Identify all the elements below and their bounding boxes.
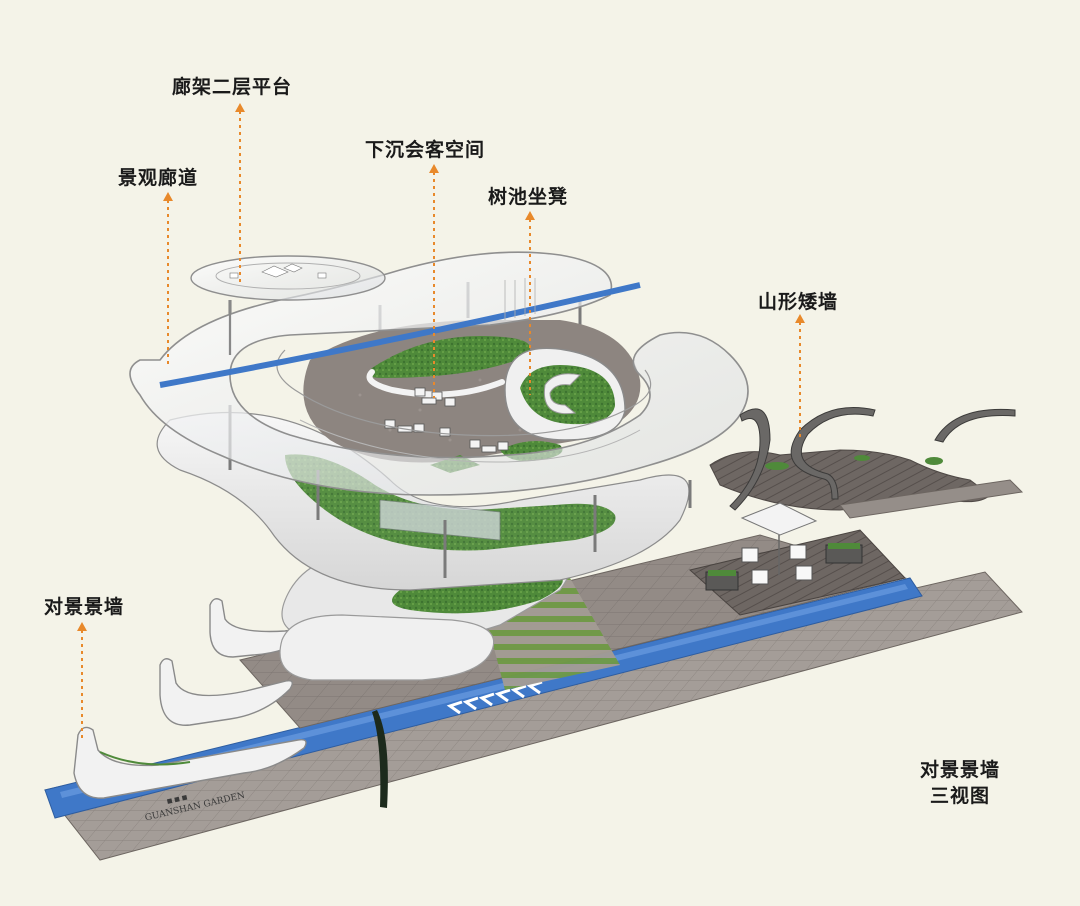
- tree-pool-planting: [520, 364, 615, 425]
- chair: [469, 439, 481, 449]
- mountain-wall-planters: [765, 455, 943, 470]
- arrowhead: [525, 211, 535, 220]
- mountain-wall-ribbons: [729, 407, 1016, 511]
- arrowhead: [77, 622, 87, 631]
- chair: [741, 547, 759, 563]
- arrowhead: [163, 192, 173, 201]
- platform-disk-inner: [215, 262, 361, 290]
- leader-lines: [81, 111, 801, 740]
- chair: [789, 544, 807, 560]
- corridor-ring: [129, 251, 749, 496]
- channel-chevrons: [446, 680, 543, 715]
- platform-furniture: [229, 263, 327, 279]
- chair: [431, 391, 443, 401]
- chair: [413, 423, 425, 433]
- label-sunken-lounge: 下沉会客空间: [365, 139, 486, 161]
- corridor-ring-inner: [276, 349, 652, 437]
- chair: [751, 569, 769, 585]
- label-feature-wall: 对景景墙: [44, 596, 125, 618]
- plaza-speckle: [358, 378, 522, 442]
- label-corridor-platform: 廊架二层平台: [172, 76, 293, 98]
- corridor-mesh: [504, 278, 536, 320]
- table: [421, 397, 437, 405]
- label-landscape-corridor: 景观廊道: [118, 167, 199, 189]
- chair: [439, 427, 451, 437]
- view-title-line2: 三视图: [929, 785, 990, 807]
- plaza-lawn: [368, 336, 530, 378]
- view-title: 对景景墙 三视图: [905, 757, 1015, 809]
- label-mountain-low-wall: 山形矮墙: [758, 291, 839, 313]
- arrowhead: [235, 103, 245, 112]
- chair: [795, 565, 813, 581]
- tree-pool-inner: [543, 373, 582, 415]
- arrowhead: [429, 164, 439, 173]
- label-tree-pool-bench: 树池坐凳: [488, 186, 569, 208]
- planter-grass: [708, 570, 736, 576]
- wall-green-edge: [99, 751, 191, 766]
- chair: [414, 387, 426, 397]
- planter-grass: [828, 543, 860, 549]
- chair: [444, 397, 456, 407]
- plaque-subtext: ■ ■ ■: [166, 794, 188, 806]
- corridor-blue-edge: [159, 282, 641, 388]
- chair: [497, 441, 509, 451]
- bench-curve: [366, 369, 505, 398]
- view-title-line1: 对景景墙: [919, 759, 1000, 781]
- feature-wall-2: [159, 658, 293, 726]
- table: [481, 445, 497, 453]
- outdoor-seating: [705, 502, 863, 591]
- leader-arrowheads: [77, 103, 805, 631]
- mountain-wall-path: [839, 479, 1024, 519]
- ground-glazing: [379, 499, 501, 541]
- arrowhead: [795, 314, 805, 323]
- corridor-top-edge: [299, 419, 641, 463]
- umbrella: [740, 502, 818, 536]
- lounge-furniture: [384, 387, 509, 453]
- chair: [384, 419, 396, 429]
- ground-lawn: [285, 454, 616, 551]
- sculpture-post: [372, 710, 388, 808]
- lower-platform-front: [279, 614, 495, 681]
